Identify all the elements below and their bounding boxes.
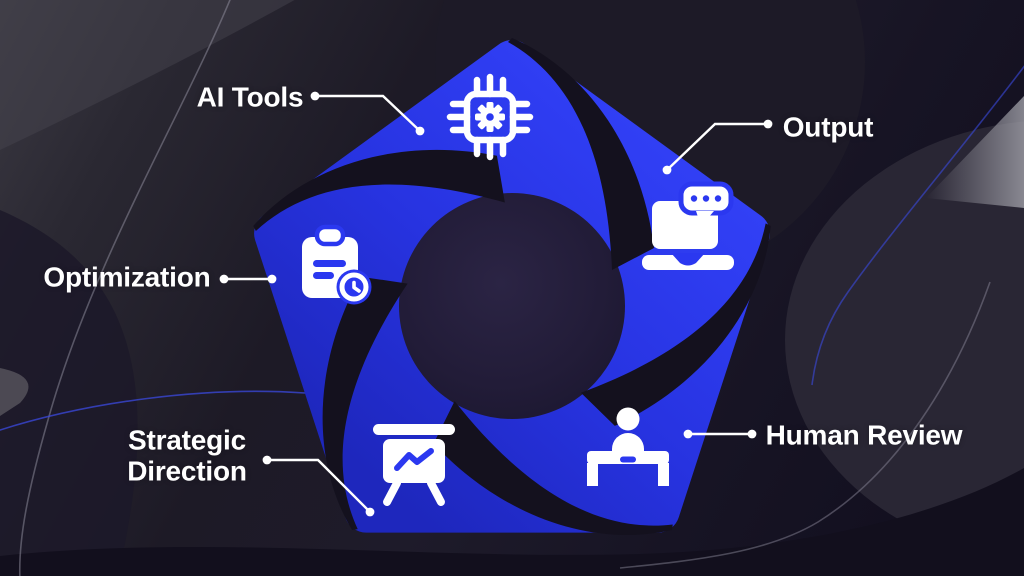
background-wedge-top-left (0, 0, 295, 150)
laptop-chat-icon (642, 181, 734, 270)
chat-bubble-icon (678, 181, 734, 226)
clipboard-clock-icon (302, 224, 372, 305)
leader-output (662, 119, 773, 175)
aperture-blades (253, 38, 771, 536)
background-blob-right (785, 121, 1024, 559)
aperture-blade-divider (322, 276, 408, 531)
aperture-core (399, 193, 625, 419)
label-strategic-direction: Strategic Direction (127, 424, 247, 487)
background-blob-left (0, 210, 138, 576)
leader-lines (219, 91, 773, 517)
background-curve-light-left (18, 0, 231, 576)
background-band-bottom (0, 468, 1024, 576)
background-curve-blue-left (0, 390, 306, 431)
background-wedge-left (0, 368, 29, 416)
aperture-blade-divider (508, 38, 654, 270)
leader-optimization (219, 274, 277, 284)
label-ai-tools: AI Tools (196, 81, 304, 113)
gear-icon (475, 102, 505, 132)
aperture-blade-divider (253, 150, 505, 231)
background-curve-light-right (619, 281, 991, 569)
aperture-blade-divider (433, 401, 673, 536)
pentagon-cycle-graphic (253, 38, 771, 536)
person-desk-icon (587, 407, 669, 486)
clock-icon (336, 269, 372, 305)
leader-strategic-direction (262, 455, 375, 517)
background-light-ray (926, 96, 1024, 208)
label-optimization: Optimization (43, 261, 211, 293)
ai-chip-icon (446, 73, 534, 161)
presentation-board-icon (373, 424, 455, 506)
aperture-blade-divider (580, 223, 771, 426)
leader-human-review (683, 429, 757, 439)
leader-ai-tools (310, 91, 425, 136)
label-output: Output (782, 111, 874, 143)
background-curve-blue-right (811, 65, 1024, 386)
label-human-review: Human Review (765, 419, 963, 451)
